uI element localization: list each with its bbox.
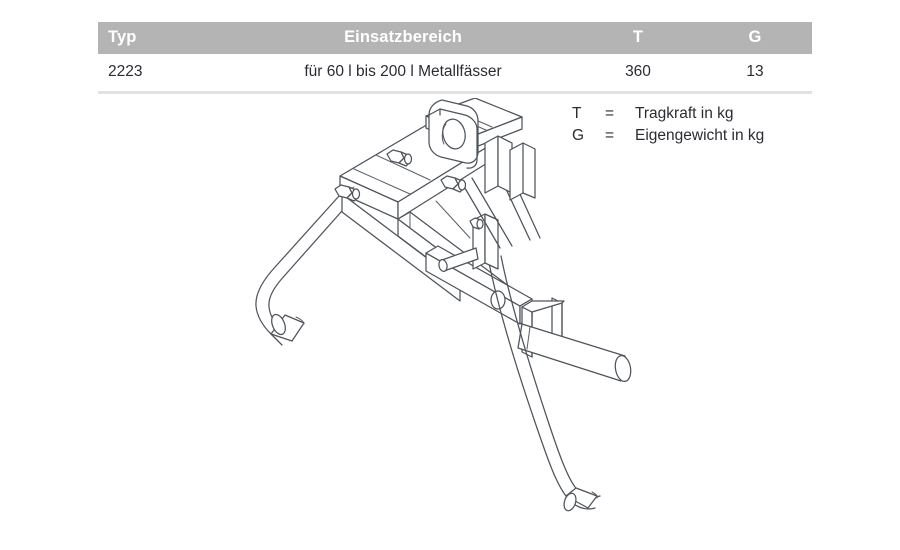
legend-value-t: Tragkraft in kg <box>635 105 734 122</box>
cell-typ: 2223 <box>98 54 228 94</box>
legend-key-t: T <box>572 105 582 122</box>
column-header-t: T <box>632 28 644 46</box>
drum-lifting-clamp-drawing <box>255 98 632 512</box>
hex-bolt-mid-bracket <box>469 217 484 230</box>
table-header: Typ Einsatzbereich T G <box>98 22 812 54</box>
hex-bolt-upper-left <box>386 149 413 167</box>
column-header-g: G <box>748 28 762 46</box>
legend-value-g: Eigengewicht in kg <box>635 127 765 144</box>
handle-bracket-and-bar <box>517 297 632 382</box>
left-arm <box>255 185 358 346</box>
table-body: 2223 für 60 l bis 200 l Metallfässer 360… <box>98 54 812 94</box>
legend-row-t: T = Tragkraft in kg <box>572 103 764 125</box>
column-header-einsatzbereich: Einsatzbereich <box>344 28 462 46</box>
table-row: 2223 für 60 l bis 200 l Metallfässer 360… <box>98 54 812 94</box>
specification-table: Typ Einsatzbereich T G 2223 für 60 l bis… <box>98 22 812 94</box>
table-header-row: Typ Einsatzbereich T G <box>98 22 812 54</box>
cell-t: 360 <box>578 54 698 94</box>
legend-equals-g: = <box>605 127 615 144</box>
legend: T = Tragkraft in kg G = Eigengewicht in … <box>572 103 764 147</box>
head-assembly <box>334 98 536 230</box>
right-arm <box>487 255 601 512</box>
product-illustration <box>230 98 660 538</box>
cell-einsatzbereich: für 60 l bis 200 l Metallfässer <box>228 54 578 94</box>
column-header-typ: Typ <box>108 28 137 46</box>
lifting-eye <box>428 99 479 169</box>
legend-row-g: G = Eigengewicht in kg <box>572 125 764 147</box>
legend-equals-t: = <box>605 105 615 122</box>
hex-bolt-left <box>334 184 361 202</box>
cell-g: 13 <box>698 54 812 94</box>
hex-bolt-upper-mid <box>440 175 467 193</box>
legend-key-g: G <box>572 127 585 144</box>
